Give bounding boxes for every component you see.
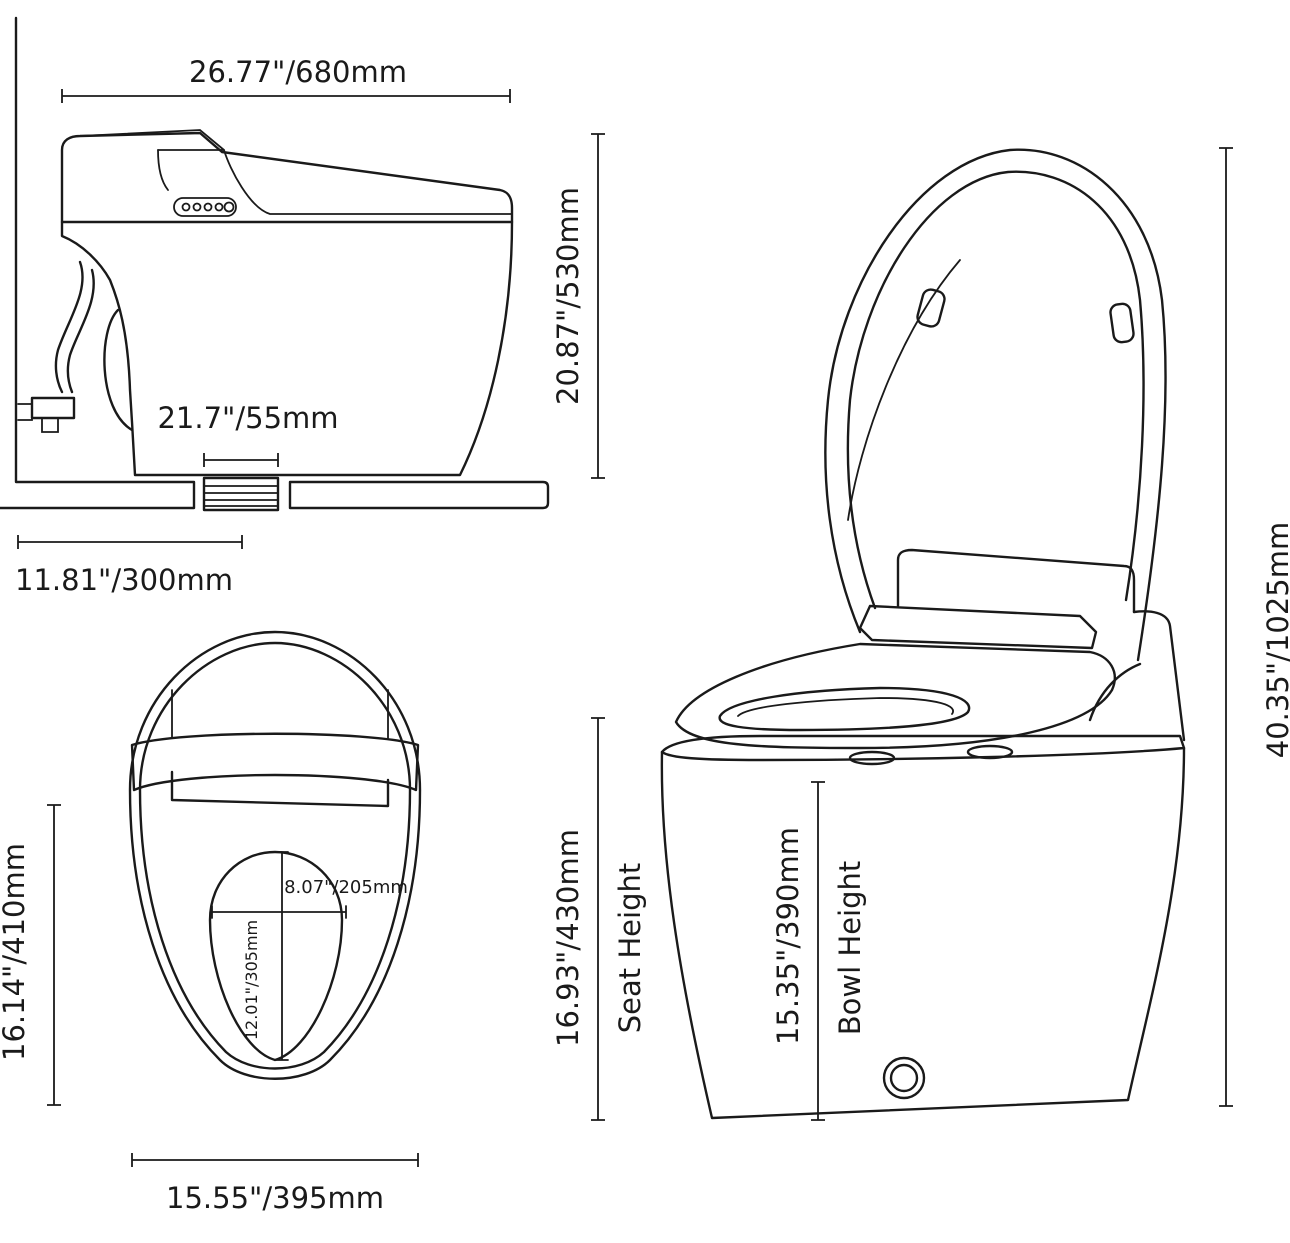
valve-handle	[17, 403, 59, 433]
seat-height-name: Seat Height	[613, 863, 647, 1033]
lid-inner	[846, 170, 1145, 610]
top-inner-outline	[138, 641, 412, 1070]
panel-button-5	[223, 201, 235, 213]
height-label: 20.87"/530mm	[551, 187, 585, 405]
length-dimension-line	[61, 89, 511, 103]
water-hose	[54, 260, 84, 394]
depth-dimension-line	[47, 804, 61, 1106]
side-seat-line	[157, 149, 169, 191]
rough-in-dimension-line	[17, 535, 243, 549]
drain-ribs	[203, 485, 279, 507]
outlet-dimension-line	[203, 453, 279, 467]
floor-right	[288, 480, 550, 510]
rough-in-label: 11.81"/300mm	[15, 563, 233, 597]
top-view: 8.07"/205mm 12.01"/305mm 16.14"/410mm 15…	[0, 630, 422, 1215]
opening-width-line	[211, 905, 347, 919]
lid-bumper-left	[916, 288, 946, 328]
body-rim	[660, 734, 1186, 762]
side-lid	[60, 131, 514, 224]
opening-length-label: 12.01"/305mm	[242, 920, 261, 1040]
sensor-ring-inner	[889, 1063, 919, 1093]
seat-foot-left	[848, 750, 896, 766]
body-top	[1132, 610, 1186, 742]
rear-panel	[103, 308, 134, 432]
top-lid-band	[130, 732, 420, 792]
seat-foot-right	[966, 744, 1014, 760]
lid-inner-detail	[847, 259, 961, 521]
depth-label: 16.14"/410mm	[0, 843, 31, 1061]
side-body	[60, 220, 514, 477]
bowl-height-value: 15.35"/390mm	[771, 827, 805, 1045]
outlet-label: 21.7"/55mm	[157, 401, 338, 435]
sensor-ring-outer	[882, 1056, 926, 1100]
seat-opening-inner	[737, 697, 954, 717]
drain-outlet	[202, 476, 280, 512]
panel-button-3	[203, 202, 213, 212]
lid-bumper-right	[1109, 302, 1135, 344]
front-view: 40.35"/1025mm 16.93"/430mm Seat Height 1…	[551, 147, 1290, 1121]
bowl-height-dimension-line	[811, 781, 825, 1121]
width-dimension-line	[131, 1153, 419, 1167]
front-body	[660, 746, 1186, 1120]
side-lid-edge	[79, 129, 513, 215]
top-outline	[128, 630, 422, 1080]
seat-opening	[718, 686, 971, 732]
seat-outer	[674, 642, 1116, 750]
side-view: 26.77"/680mm 20.87"/530mm 21.7"/55mm 11.…	[0, 16, 605, 597]
lid-outer	[824, 148, 1167, 662]
top-bowl-opening	[208, 850, 344, 1062]
seat-hinge-cover	[858, 604, 1098, 650]
panel-button-2	[192, 202, 202, 212]
bowl-height-name: Bowl Height	[833, 861, 867, 1036]
top-hinge-lines	[171, 689, 389, 739]
control-panel	[173, 197, 237, 217]
water-valve	[30, 396, 76, 420]
opening-width-label: 8.07"/205mm	[284, 877, 408, 898]
height-dimension-line	[591, 133, 605, 479]
panel-button-4	[214, 202, 224, 212]
opening-length-line	[275, 851, 289, 1061]
top-seat-back	[170, 770, 390, 808]
total-height-dimension-line	[1219, 147, 1233, 1107]
length-label: 26.77"/680mm	[189, 55, 407, 89]
panel-button-1	[181, 202, 191, 212]
width-label: 15.55"/395mm	[166, 1181, 384, 1215]
seat-height-value: 16.93"/430mm	[551, 829, 585, 1047]
total-height-label: 40.35"/1025mm	[1261, 522, 1290, 758]
wall-line	[0, 16, 196, 510]
tank-back	[896, 548, 1136, 614]
side-control	[1088, 662, 1142, 722]
seat-height-dimension-line	[591, 717, 605, 1121]
water-hose-inner	[66, 268, 95, 394]
